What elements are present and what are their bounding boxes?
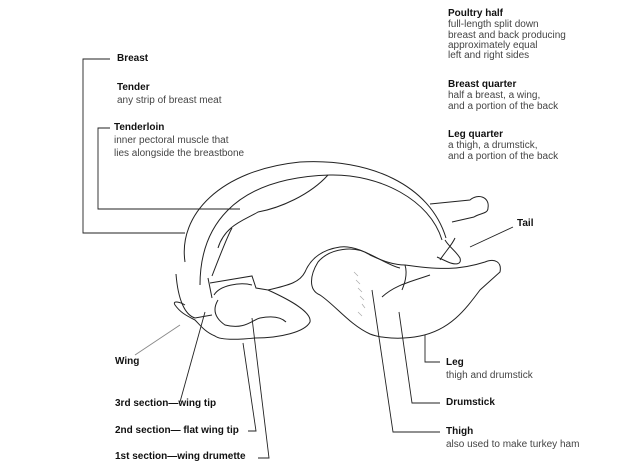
poultry-half-desc-1: full-length split down xyxy=(448,19,539,30)
leg-outline xyxy=(311,248,501,339)
poultry-half-desc-3: approximately equal xyxy=(448,40,538,51)
thigh-label: Thigh xyxy=(446,426,474,437)
tenderloin-label: Tenderloin xyxy=(114,122,165,133)
leg-quarter-desc-1: a thigh, a drumstick, xyxy=(448,140,538,151)
wing-3rd-section-label: 3rd section—wing tip xyxy=(115,398,217,409)
breast-quarter-desc-1: half a breast, a wing, xyxy=(448,90,541,101)
tenderloin-desc-1: inner pectoral muscle that xyxy=(114,135,229,146)
thigh-hatching xyxy=(353,271,366,317)
leg-label: Leg xyxy=(446,357,464,368)
drumstick-label: Drumstick xyxy=(446,397,495,408)
breast-label: Breast xyxy=(117,53,149,64)
tail-outline xyxy=(429,196,489,265)
wing-1st-section-label: 1st section—wing drumette xyxy=(115,451,246,462)
thigh-desc: also used to make turkey ham xyxy=(446,439,580,450)
tender-label: Tender xyxy=(117,82,150,93)
breast-outline xyxy=(175,161,447,319)
tenderloin-desc-2: lies alongside the breastbone xyxy=(114,148,245,159)
leader-lines xyxy=(82,58,514,459)
leg-quarter-label: Leg quarter xyxy=(448,129,504,140)
leg-quarter-desc-2: and a portion of the back xyxy=(448,151,559,162)
tender-desc: any strip of breast meat xyxy=(117,95,222,106)
breast-quarter-label: Breast quarter xyxy=(448,79,517,90)
poultry-half-label: Poultry half xyxy=(448,8,504,19)
leg-desc: thigh and drumstick xyxy=(446,370,533,381)
wing-outline xyxy=(173,246,401,340)
poultry-half-desc-2: breast and back producing xyxy=(448,30,566,41)
poultry-half-desc-4: left and right sides xyxy=(448,50,530,61)
wing-label: Wing xyxy=(115,356,140,367)
breast-quarter-desc-2: and a portion of the back xyxy=(448,101,559,112)
tail-label: Tail xyxy=(517,218,534,229)
wing-2nd-section-label: 2nd section— flat wing tip xyxy=(115,425,239,436)
